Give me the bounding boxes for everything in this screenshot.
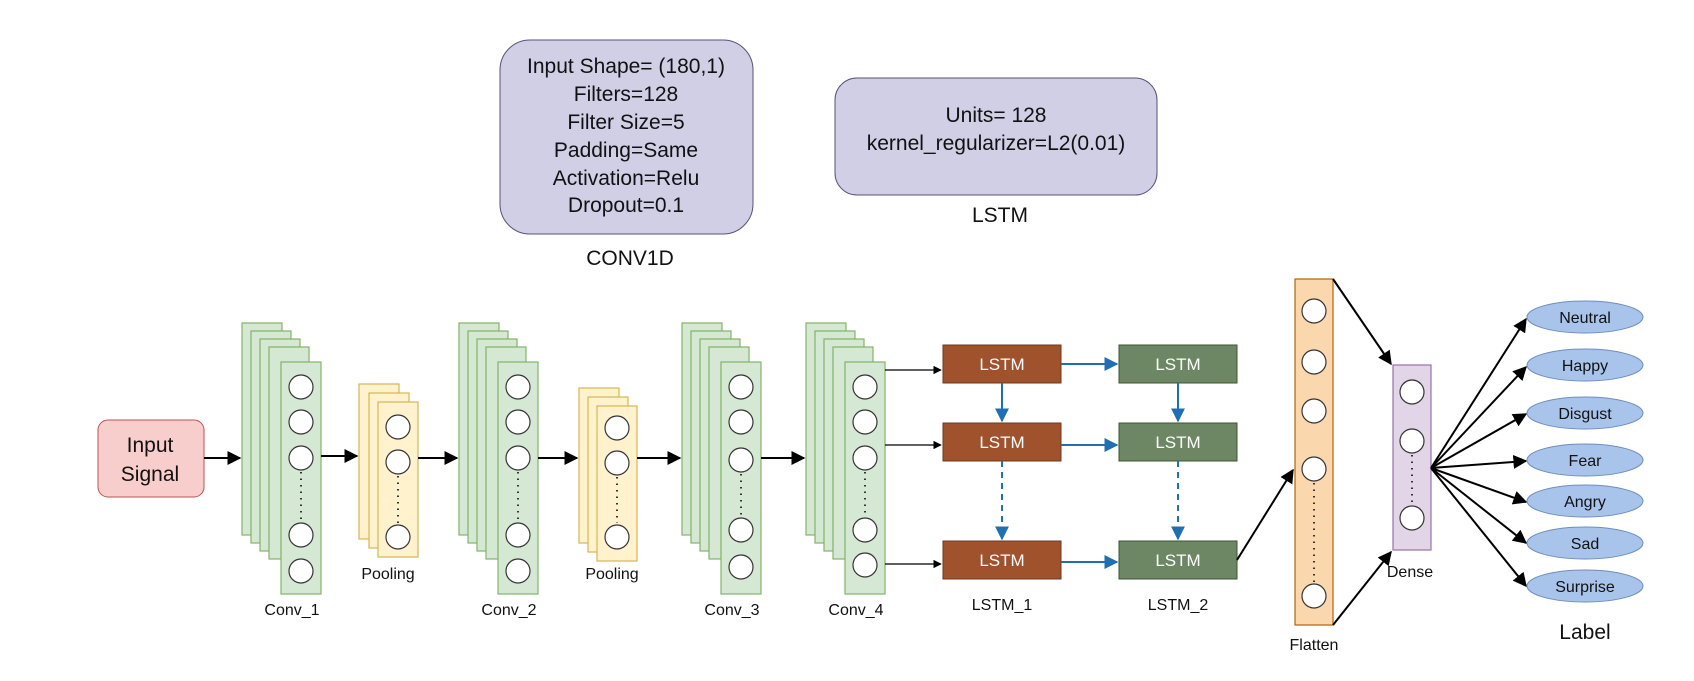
lstm-param-units: Units= 128 [946, 104, 1047, 127]
lstm-2-column: LSTM LSTM LSTM [1118, 344, 1238, 580]
flatten-layer [1294, 278, 1334, 626]
input-signal-line-2: Signal [121, 463, 179, 486]
lstm-1-cell-middle [942, 422, 1062, 462]
class-sad-label: Sad [1571, 536, 1599, 553]
lstm-param-kernel-regularizer: kernel_regularizer=L2(0.01) [867, 132, 1126, 155]
class-happy-label: Happy [1562, 358, 1608, 375]
class-neutral [1526, 300, 1644, 334]
class-disgust [1526, 396, 1644, 430]
class-fear-label: Fear [1569, 453, 1603, 470]
dense-to-class-arrows [1430, 317, 1528, 588]
flatten-neurons [1301, 298, 1327, 609]
lstm-to-flatten-arrow [1236, 468, 1294, 561]
lstm-1-cell-bottom-label: LSTM [979, 551, 1024, 570]
conv-to-lstm-arrows [885, 365, 942, 569]
class-neutral-label: Neutral [1559, 310, 1611, 327]
cnn-flow-arrows [204, 449, 806, 465]
conv-3-layer [681, 322, 762, 595]
conv1d-param-input-shape: Input Shape= (180,1) [527, 55, 725, 78]
class-surprise [1526, 569, 1644, 603]
pooling-2-label: Pooling [585, 566, 638, 583]
lstm-2-cell-middle [1118, 422, 1238, 462]
flatten-to-dense-arrows [1332, 278, 1392, 626]
conv1d-caption: CONV1D [586, 247, 674, 270]
lstm-2-cell-bottom-label: LSTM [1155, 551, 1200, 570]
conv-3-neurons [728, 374, 754, 580]
pooling-2-neurons [604, 415, 630, 550]
conv-2-label: Conv_2 [481, 602, 536, 619]
lstm-2-cell-top-label: LSTM [1155, 355, 1200, 374]
class-disgust-label: Disgust [1558, 406, 1612, 423]
lstm-2-cell-middle-label: LSTM [1155, 433, 1200, 452]
pooling-1-neurons [385, 414, 411, 550]
output-classes: Neutral Happy Disgust Fear Angry Sad Sur… [1526, 300, 1644, 603]
class-fear [1526, 443, 1644, 477]
lstm-2-label: LSTM_2 [1148, 597, 1209, 614]
conv1d-param-filter-size: Filter Size=5 [567, 111, 684, 134]
conv-4-label: Conv_4 [828, 602, 883, 619]
class-angry [1526, 484, 1644, 518]
conv1d-param-dropout: Dropout=0.1 [568, 194, 684, 217]
conv1d-info-box: Input Shape= (180,1) Filters=128 Filter … [499, 39, 754, 235]
lstm-1-cell-middle-label: LSTM [979, 433, 1024, 452]
lstm-2-cell-top [1118, 344, 1238, 384]
conv-4-neurons [852, 374, 878, 578]
conv1d-param-activation: Activation=Relu [553, 167, 700, 190]
lstm-1-label: LSTM_1 [972, 597, 1033, 614]
class-surprise-label: Surprise [1555, 579, 1615, 596]
class-angry-label: Angry [1564, 494, 1606, 511]
conv-1-neurons [288, 374, 314, 584]
class-sad [1526, 526, 1644, 560]
lstm-1-cell-bottom [942, 540, 1062, 580]
conv1d-param-padding: Padding=Same [554, 139, 698, 162]
lstm-info-box: Units= 128 kernel_regularizer=L2(0.01) [834, 77, 1158, 196]
lstm-recurrent-arrows [995, 357, 1185, 569]
lstm-caption: LSTM [972, 204, 1028, 227]
class-happy [1526, 348, 1644, 382]
lstm-1-cell-top-label: LSTM [979, 355, 1024, 374]
conv-2-neurons [505, 374, 531, 584]
input-signal-node: Input Signal [97, 419, 205, 498]
flatten-label: Flatten [1290, 637, 1339, 654]
pooling-1-label: Pooling [361, 566, 414, 583]
conv-1-label: Conv_1 [264, 602, 319, 619]
output-label-caption: Label [1559, 621, 1610, 644]
conv-3-label: Conv_3 [704, 602, 759, 619]
lstm-2-cell-bottom [1118, 540, 1238, 580]
conv1d-param-filters: Filters=128 [574, 83, 678, 106]
dense-neurons [1399, 379, 1425, 531]
input-signal-line-1: Input [127, 434, 174, 457]
dense-label: Dense [1387, 564, 1433, 581]
conv-4-layer [805, 322, 886, 595]
